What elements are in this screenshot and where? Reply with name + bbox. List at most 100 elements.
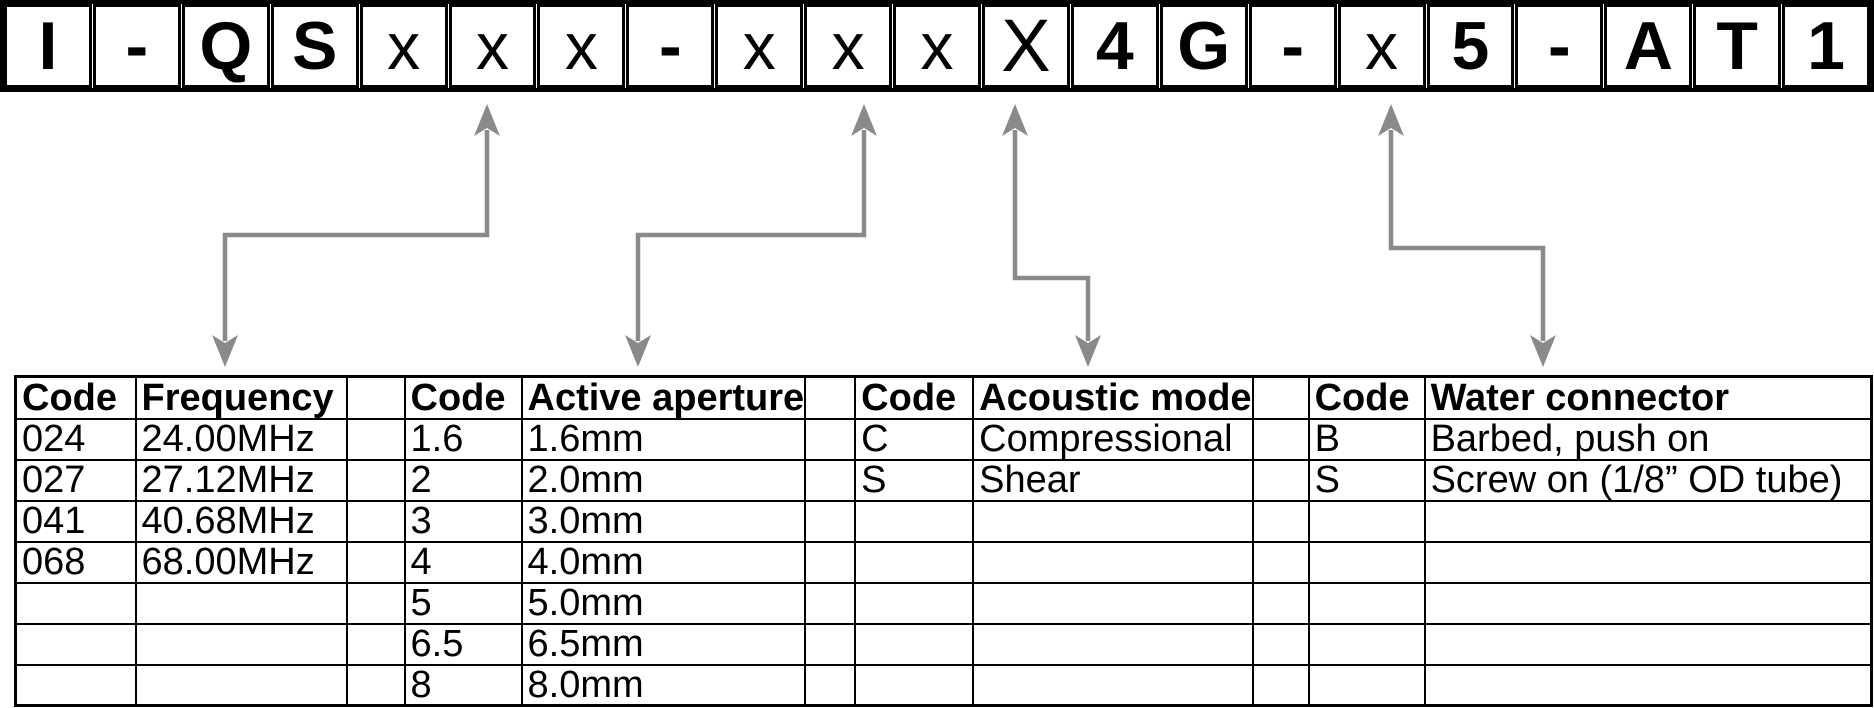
gap-cell [804,499,857,543]
active-aperture-value-cell: 6.5mm [520,622,807,666]
gap-cell [804,622,857,666]
water-connector-code-cell [1307,622,1426,666]
water-connector-code-cell [1307,499,1426,543]
gap-cell [345,663,406,707]
frequency-code-cell [14,581,137,625]
gap-cell [1251,375,1310,420]
acoustic-mode-code-cell: S [854,458,975,502]
acoustic-mode-value-cell [972,499,1254,543]
code-char: x [387,9,421,83]
code-box-18-fixed: A [1604,4,1693,88]
active-aperture-code-cell: 5 [403,581,523,625]
code-char: x [1365,9,1399,83]
arrowhead-down-icon [625,335,651,367]
code-char: - [1548,8,1571,84]
code-box-3-fixed: S [270,4,359,88]
code-box-9-variable: x [804,4,893,88]
gap-cell [345,458,406,502]
acoustic-mode-value-header: Acoustic mode [972,375,1254,420]
gap-cell [345,417,406,461]
acoustic-mode-value-cell: Shear [972,458,1254,502]
acoustic-mode-code-header: Code [854,375,975,420]
gap-cell [345,375,406,420]
active-aperture-code-cell: 2 [403,458,523,502]
frequency-value-cell: 27.12MHz [134,458,348,502]
code-box-5-variable: x [448,4,537,88]
active-aperture-code-header: Code [403,375,523,420]
acoustic-mode-code-cell [854,499,975,543]
water-connector-code-header: Code [1307,375,1426,420]
code-char: I [38,8,58,84]
arrowhead-down-icon [212,335,238,367]
code-box-12-fixed: 4 [1070,4,1159,88]
code-box-6-variable: x [537,4,626,88]
active-aperture-value-cell: 8.0mm [520,663,807,707]
code-char: 1 [1807,8,1845,84]
frequency-code-cell: 068 [14,540,137,584]
frequency-code-cell [14,663,137,707]
acoustic-mode-code-cell [854,663,975,707]
gap-cell [804,375,857,420]
water-connector-value-cell: Barbed, push on [1423,417,1873,461]
frequency-code-cell: 024 [14,417,137,461]
code-char: x [564,9,598,83]
frequency-value-cell: 24.00MHz [134,417,348,461]
acoustic-mode-value-cell: Compressional [972,417,1254,461]
frequency-value-header: Frequency [134,375,348,420]
active-aperture-code-cell: 8 [403,663,523,707]
arrowhead-up-icon [1378,104,1404,136]
acoustic-mode-value-cell [972,581,1254,625]
frequency-value-cell [134,581,348,625]
code-char: Q [199,8,253,84]
gap-cell [345,581,406,625]
code-char: - [1281,8,1304,84]
arrowhead-up-icon [474,104,500,136]
code-char: - [658,8,682,84]
code-box-17-fixed: - [1515,4,1604,88]
frequency-code-header: Code [14,375,137,420]
gap-cell [804,663,857,707]
acoustic-mode-value-cell [972,540,1254,584]
gap-cell [345,622,406,666]
arrowhead-up-icon [1002,104,1028,136]
gap-cell [1251,663,1310,707]
acoustic-mode-value-cell [972,663,1254,707]
frequency-arrow [212,104,500,367]
code-box-4-variable: x [359,4,448,88]
frequency-code-cell: 041 [14,499,137,543]
active-aperture-value-header: Active aperture [520,375,807,420]
code-box-1-fixed: - [92,4,181,88]
code-char: T [1716,8,1758,84]
code-char: 4 [1095,8,1134,84]
code-box-19-fixed: T [1693,4,1782,88]
water-connector-value-cell [1423,622,1873,666]
gap-cell [1251,581,1310,625]
code-char: x [742,9,776,83]
water-connector-code-cell: B [1307,417,1426,461]
code-char: X [1001,4,1051,87]
water-connector-arrow [1378,104,1556,367]
active-aperture-arrow [625,104,877,367]
code-box-15-variable: x [1337,4,1426,88]
code-box-7-fixed: - [626,4,715,88]
active-aperture-value-cell: 1.6mm [520,417,807,461]
acoustic-mode-code-cell [854,622,975,666]
active-aperture-value-cell: 2.0mm [520,458,807,502]
frequency-value-cell [134,663,348,707]
code-char: A [1623,8,1673,84]
code-box-0-fixed: I [4,4,92,88]
code-box-10-variable: x [893,4,981,88]
gap-cell [804,581,857,625]
code-char: x [475,9,509,83]
code-box-20-fixed: 1 [1782,4,1871,88]
gap-cell [1251,499,1310,543]
frequency-value-cell [134,622,348,666]
water-connector-code-cell [1307,540,1426,584]
gap-cell [345,540,406,584]
gap-cell [1251,458,1310,502]
code-box-11-variable: X [981,4,1070,88]
water-connector-code-cell [1307,663,1426,707]
